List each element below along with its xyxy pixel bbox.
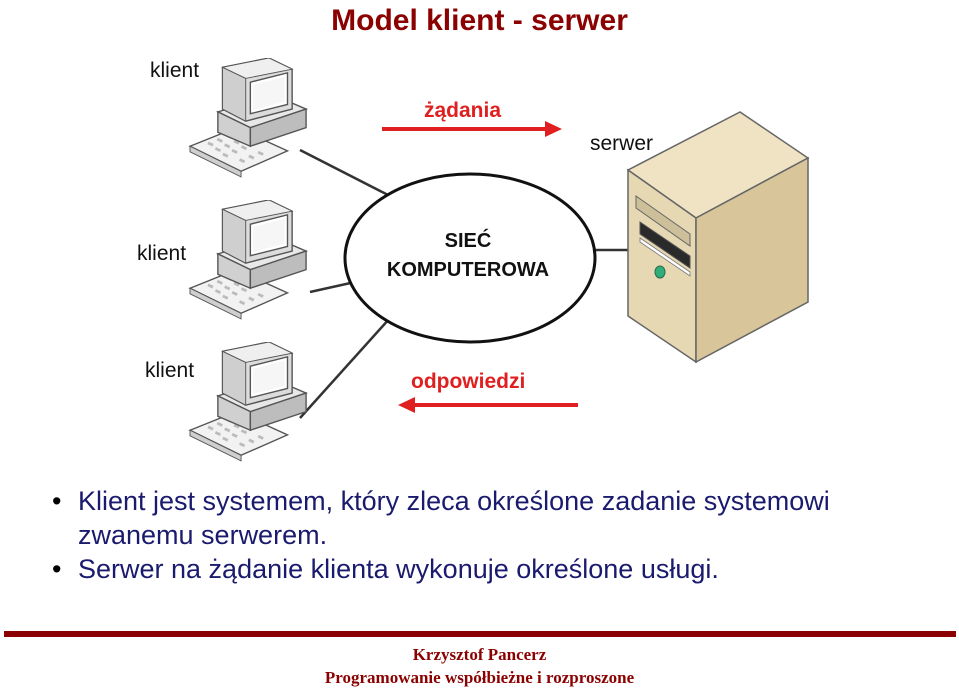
responses-label: odpowiedzi xyxy=(411,370,525,393)
requests-arrowhead xyxy=(545,121,562,137)
responses-arrowhead xyxy=(398,397,415,413)
requests-label: żądania xyxy=(424,99,501,122)
client-computer-icon xyxy=(189,342,307,462)
bullet-text: Serwer na żądanie klienta wykonuje okreś… xyxy=(78,554,719,584)
footer-divider xyxy=(4,631,956,637)
client-label: klient xyxy=(137,242,186,265)
bullet-list: • Klient jest systemem, który zleca okre… xyxy=(52,484,932,586)
server-tower-icon xyxy=(626,111,810,364)
network-label-line2: KOMPUTEROWA xyxy=(387,259,549,281)
footer-course: Programowanie współbieżne i rozproszone xyxy=(324,668,635,687)
network-label-line1: SIEĆ xyxy=(445,228,492,252)
footer-author: Krzysztof Pancerz xyxy=(412,645,547,664)
bullet-dot-icon: • xyxy=(52,486,62,516)
server-label: serwer xyxy=(590,132,653,155)
client-server-diagram: SIEĆ KOMPUTEROWA klient klient klient żą… xyxy=(137,58,810,462)
page-title: Model klient - serwer xyxy=(331,4,628,37)
bullet-item: • Klient jest systemem, który zleca okre… xyxy=(52,484,932,552)
client-label: klient xyxy=(150,59,199,82)
bullet-text: Klient jest systemem, który zleca określ… xyxy=(78,486,830,550)
bullet-item: • Serwer na żądanie klienta wykonuje okr… xyxy=(52,552,932,586)
client-computer-icon xyxy=(189,200,307,320)
client-label: klient xyxy=(145,359,194,382)
bullet-dot-icon: • xyxy=(52,554,62,584)
client-computer-icon xyxy=(189,58,307,178)
